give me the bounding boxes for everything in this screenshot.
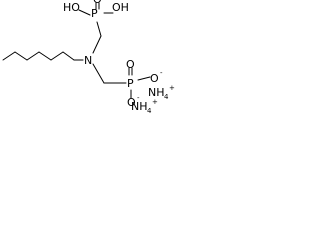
hexyl-chain bbox=[2, 51, 75, 61]
atom-p-right: P bbox=[127, 77, 134, 90]
atom-p-top: P bbox=[91, 7, 98, 20]
atom-o-minus-bottom: O bbox=[127, 96, 136, 109]
ion-1-formula: NH bbox=[148, 86, 165, 99]
ammonium-ion-2: NH 4 + bbox=[131, 98, 158, 114]
atom-o-double-mid: O bbox=[126, 58, 135, 71]
ion-2-subscript: 4 bbox=[147, 107, 152, 114]
ion-1-subscript: 4 bbox=[164, 93, 169, 101]
bond-hexyl-5 bbox=[50, 51, 64, 61]
bond-p-o-minus-right bbox=[137, 76, 151, 81]
bond-hexyl-1 bbox=[2, 51, 16, 61]
charge-minus-bottom: - bbox=[137, 94, 140, 102]
atom-o-top: O bbox=[93, 0, 102, 6]
atom-ho-left: HO bbox=[63, 1, 80, 14]
bond-n-ch2-up bbox=[92, 35, 102, 54]
bond-p-oh-left bbox=[78, 9, 91, 16]
bond-n-ch2-down bbox=[92, 63, 105, 84]
ion-2-charge: + bbox=[152, 98, 158, 106]
bond-hexyl-6 bbox=[62, 51, 75, 61]
ion-2-formula: NH bbox=[131, 100, 148, 113]
bond-hexyl-4 bbox=[38, 51, 52, 61]
ammonium-ion-1: NH 4 + bbox=[148, 84, 175, 101]
chemical-structure: HO P OH O N O P O - O - NH 4 + NH 4 + bbox=[2, 0, 175, 114]
ion-1-charge: + bbox=[169, 84, 175, 92]
atom-n: N bbox=[84, 54, 92, 67]
atom-oh-right: OH bbox=[112, 1, 129, 14]
bond-hexyl-3 bbox=[26, 51, 40, 61]
bond-ch2-p-top bbox=[96, 21, 102, 37]
atom-o-minus-right: O bbox=[150, 72, 159, 85]
charge-minus-right: - bbox=[160, 69, 163, 77]
bond-hexyl-2 bbox=[14, 51, 28, 61]
